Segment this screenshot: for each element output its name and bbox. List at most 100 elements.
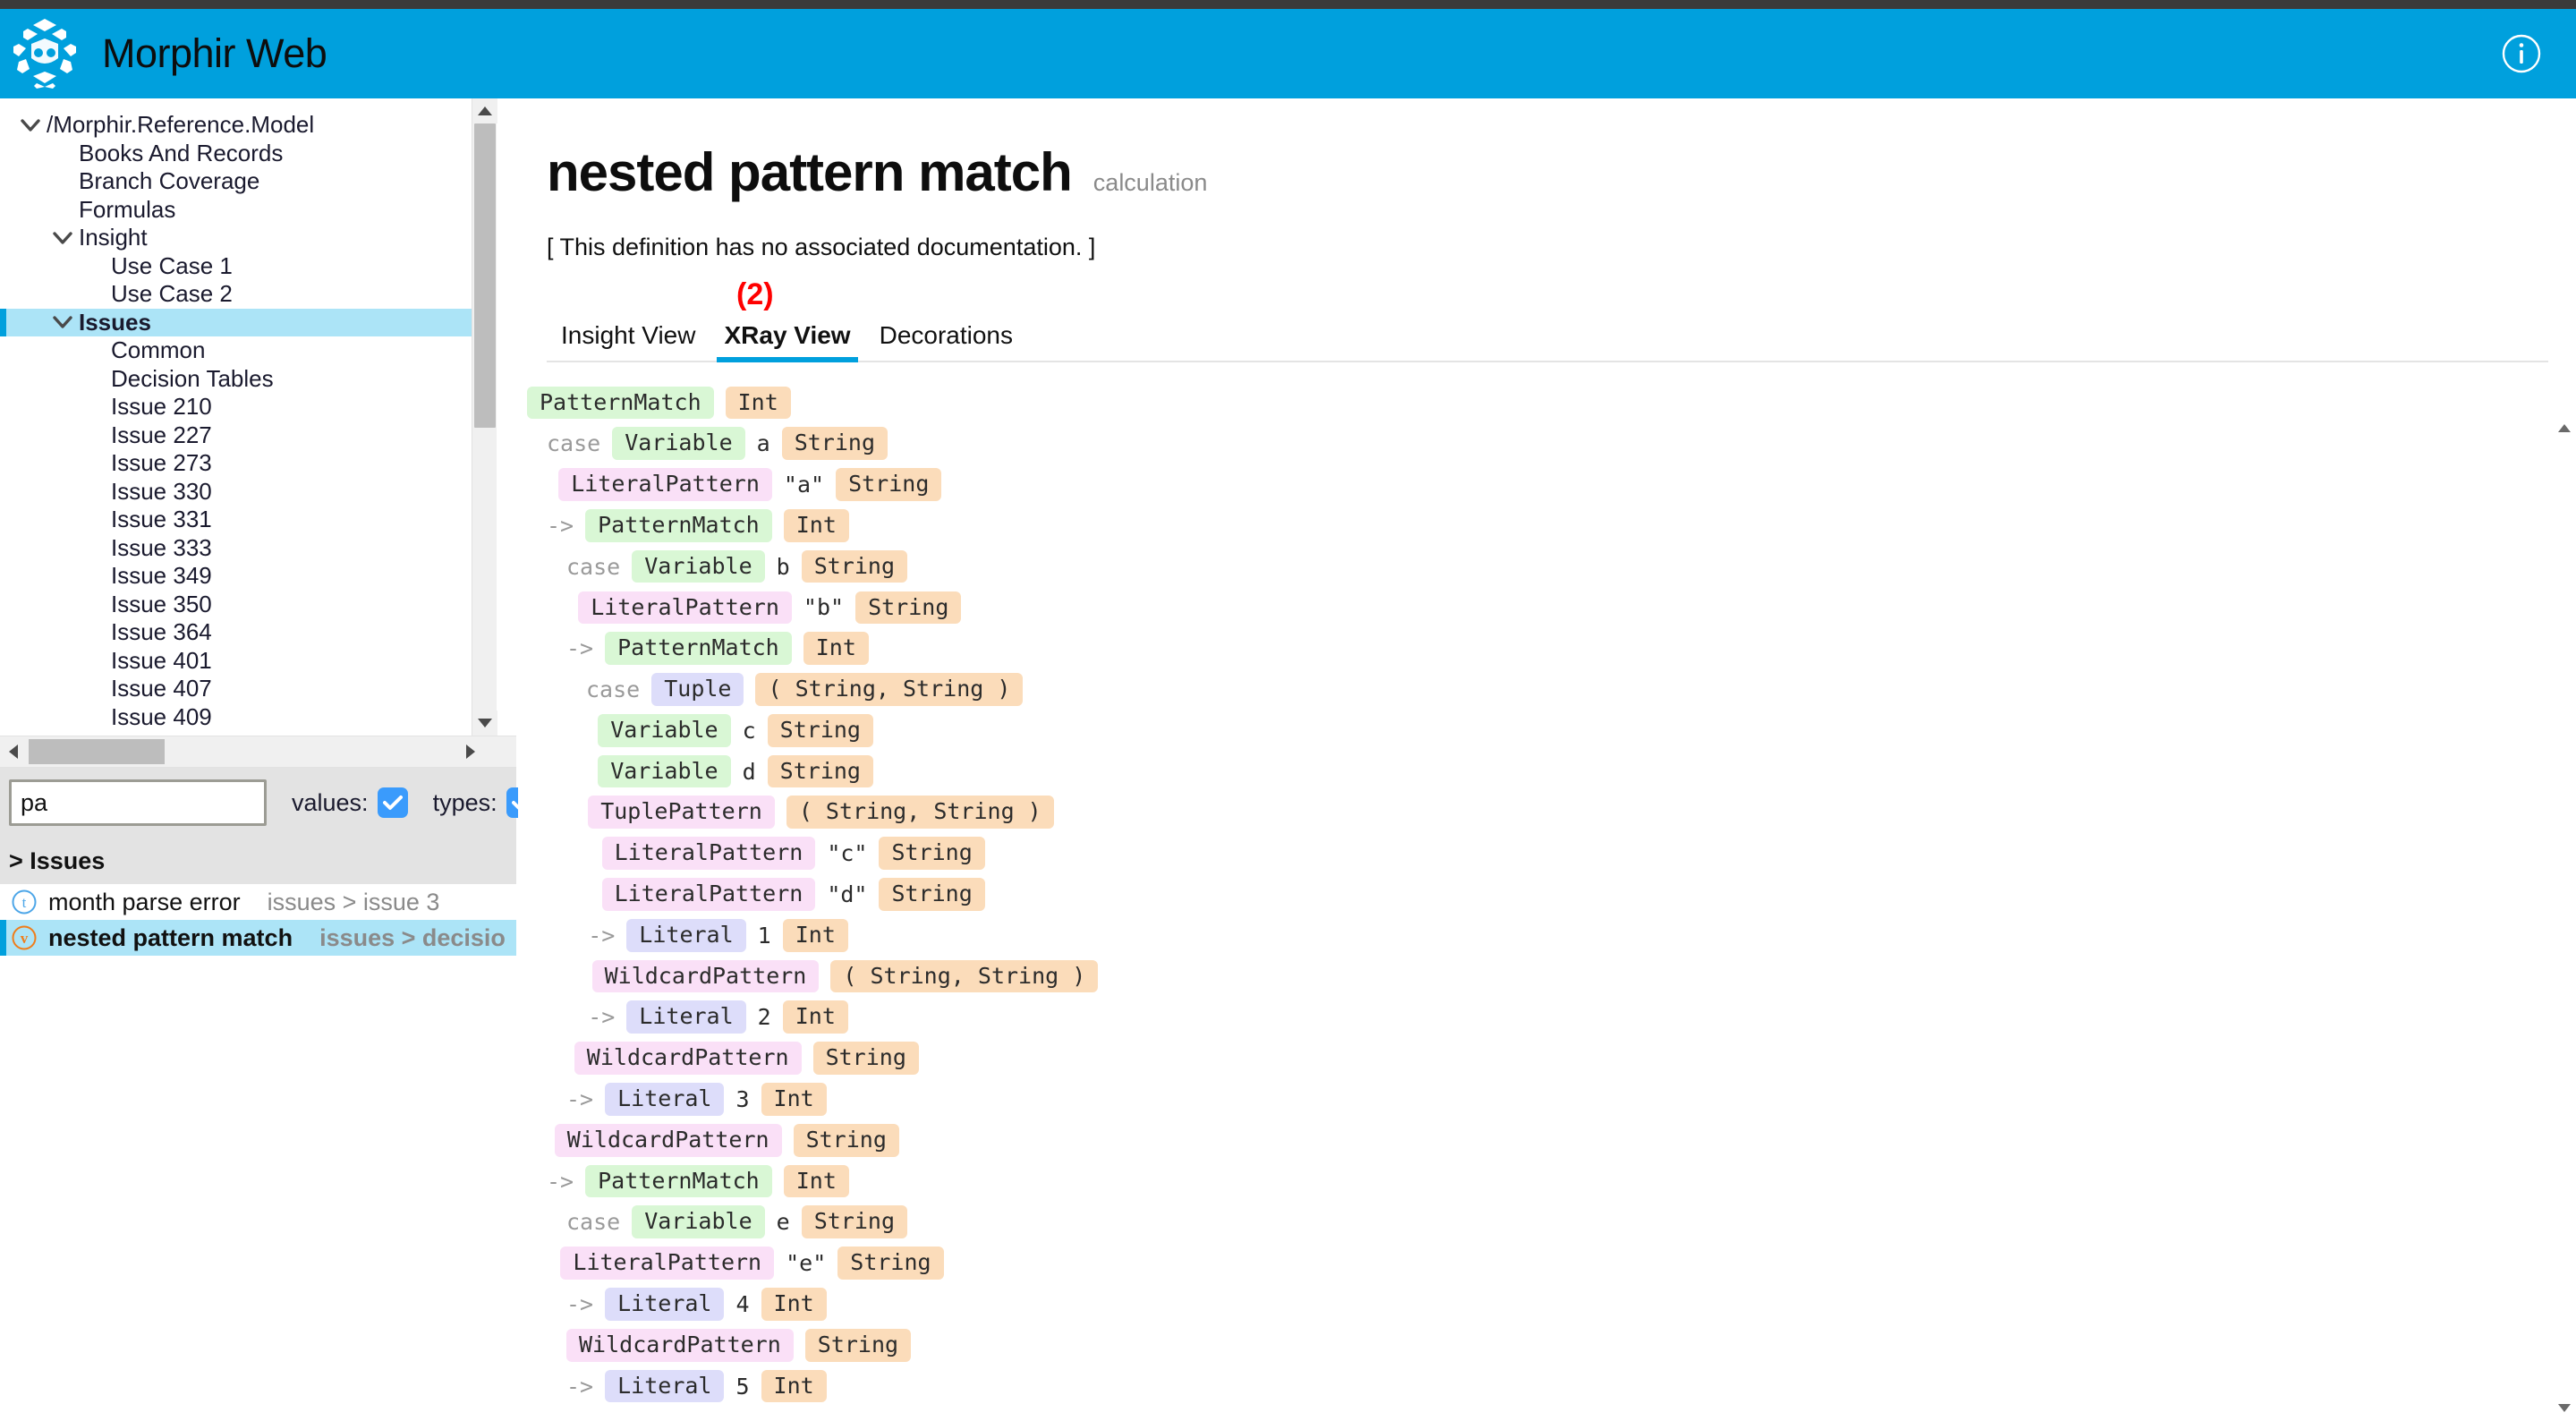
- xray-code-row[interactable]: LiteralPattern"e"String: [518, 1243, 2576, 1284]
- code-tag-orange: Int: [725, 386, 791, 420]
- code-literal-text: "b": [803, 594, 845, 621]
- xray-code-row[interactable]: WildcardPattern( String, String ): [518, 956, 2576, 997]
- tree-right-gap: [497, 98, 516, 736]
- code-tag-green: PatternMatch: [585, 1164, 772, 1198]
- code-literal-text: "d": [827, 881, 868, 907]
- scroll-up-icon[interactable]: [472, 98, 497, 123]
- tree-item-issue-409[interactable]: Issue 409: [0, 703, 516, 732]
- scroll-left-icon[interactable]: [0, 736, 27, 767]
- tree-item-label: Formulas: [79, 195, 176, 223]
- code-keyword: case: [566, 1209, 621, 1236]
- tree-h-scroll-thumb[interactable]: [29, 739, 165, 764]
- code-literal-text: 2: [757, 1004, 771, 1031]
- main-vertical-scrollbar[interactable]: [2553, 318, 2576, 1421]
- chevron-down-icon[interactable]: [47, 232, 79, 244]
- filter-values-checkbox[interactable]: [377, 787, 408, 818]
- tree-item-morphir-reference-model[interactable]: /Morphir.Reference.Model: [0, 111, 516, 140]
- tree-item-issue-333[interactable]: Issue 333: [0, 534, 516, 563]
- tree-item-issues[interactable]: Issues: [0, 308, 516, 336]
- scroll-down-icon[interactable]: [472, 710, 497, 736]
- tree-item-issue-349[interactable]: Issue 349: [0, 562, 516, 591]
- tree-item-books-and-records[interactable]: Books And Records: [0, 140, 516, 168]
- code-keyword: ->: [588, 922, 616, 949]
- tab-xray-view[interactable]: XRay View: [710, 316, 864, 362]
- scroll-down-icon[interactable]: [2553, 1396, 2576, 1419]
- code-tag-orange: Int: [803, 632, 869, 666]
- tab-decorations[interactable]: Decorations: [879, 321, 1013, 349]
- xray-code-row[interactable]: LiteralPattern"d"String: [518, 874, 2576, 915]
- code-tag-green: PatternMatch: [585, 508, 772, 542]
- code-tag-green: PatternMatch: [527, 386, 714, 420]
- tree-horizontal-scrollbar[interactable]: [0, 736, 516, 768]
- tree-item-issue-273[interactable]: Issue 273: [0, 449, 516, 478]
- tree-item-label: Issue 401: [111, 646, 212, 674]
- tree-item-issue-350[interactable]: Issue 350: [0, 591, 516, 619]
- tree-scroll-thumb[interactable]: [474, 123, 496, 428]
- tree-item-use-case-2[interactable]: Use Case 2: [0, 280, 516, 309]
- code-literal-text: 3: [735, 1085, 750, 1112]
- tree-item-label: Books And Records: [79, 139, 284, 166]
- info-circle-icon[interactable]: [2499, 31, 2544, 76]
- tree-item-issue-330[interactable]: Issue 330: [0, 478, 516, 506]
- tree-item-issue-401[interactable]: Issue 401: [0, 647, 516, 676]
- tree-item-label: Issue 210: [111, 393, 212, 420]
- tree-vertical-scrollbar[interactable]: [472, 98, 497, 736]
- tree-item-insight[interactable]: Insight: [0, 224, 516, 252]
- search-input[interactable]: [9, 779, 267, 826]
- code-literal-text: 4: [735, 1290, 750, 1317]
- code-keyword: case: [566, 553, 621, 580]
- tree-item-issue-407[interactable]: Issue 407: [0, 675, 516, 703]
- code-tag-pink: LiteralPattern: [560, 1247, 775, 1280]
- tree-item-decision-tables[interactable]: Decision Tables: [0, 365, 516, 394]
- tree-item-issue-227[interactable]: Issue 227: [0, 421, 516, 450]
- xray-code-row[interactable]: LiteralPattern"c"String: [518, 833, 2576, 874]
- code-tag-orange: Int: [761, 1288, 827, 1321]
- tree-item-issue-364[interactable]: Issue 364: [0, 618, 516, 647]
- chevron-down-icon[interactable]: [47, 316, 79, 328]
- code-tag-orange: ( String, String ): [830, 959, 1099, 993]
- tab-insight-view[interactable]: Insight View: [561, 321, 696, 349]
- tree-item-branch-coverage[interactable]: Branch Coverage: [0, 167, 516, 196]
- tree-item-issue-210[interactable]: Issue 210: [0, 393, 516, 421]
- tree-item-label: Issue 273: [111, 449, 212, 476]
- value-circle-icon: v: [0, 924, 48, 951]
- chevron-down-icon[interactable]: [14, 119, 47, 132]
- scroll-right-icon[interactable]: [457, 736, 484, 767]
- scroll-up-icon[interactable]: [2553, 416, 2576, 439]
- search-scope-row[interactable]: > Issues: [0, 838, 516, 884]
- filter-values-group[interactable]: values:: [292, 787, 408, 818]
- code-keyword: ->: [566, 1373, 594, 1400]
- tree-item-formulas[interactable]: Formulas: [0, 196, 516, 225]
- search-result-path: issues > issue 3: [267, 888, 440, 915]
- xray-code-row[interactable]: LiteralPattern"b"String: [518, 587, 2576, 628]
- tree-item-label: Issue 349: [111, 562, 212, 589]
- xray-code-row[interactable]: PatternMatch Int: [518, 382, 2576, 423]
- xray-code-row[interactable]: LiteralPattern"a"String: [518, 464, 2576, 506]
- tree-item-issue-331[interactable]: Issue 331: [0, 506, 516, 534]
- search-result-name: month parse error: [48, 888, 241, 915]
- xray-code-row[interactable]: TuplePattern( String, String ): [518, 792, 2576, 833]
- tree-item-label: Common: [111, 336, 206, 363]
- tree-item-use-case-1[interactable]: Use Case 1: [0, 252, 516, 281]
- tree-item-common[interactable]: Common: [0, 336, 516, 365]
- main-content: nested pattern match calculation [ This …: [518, 98, 2576, 1421]
